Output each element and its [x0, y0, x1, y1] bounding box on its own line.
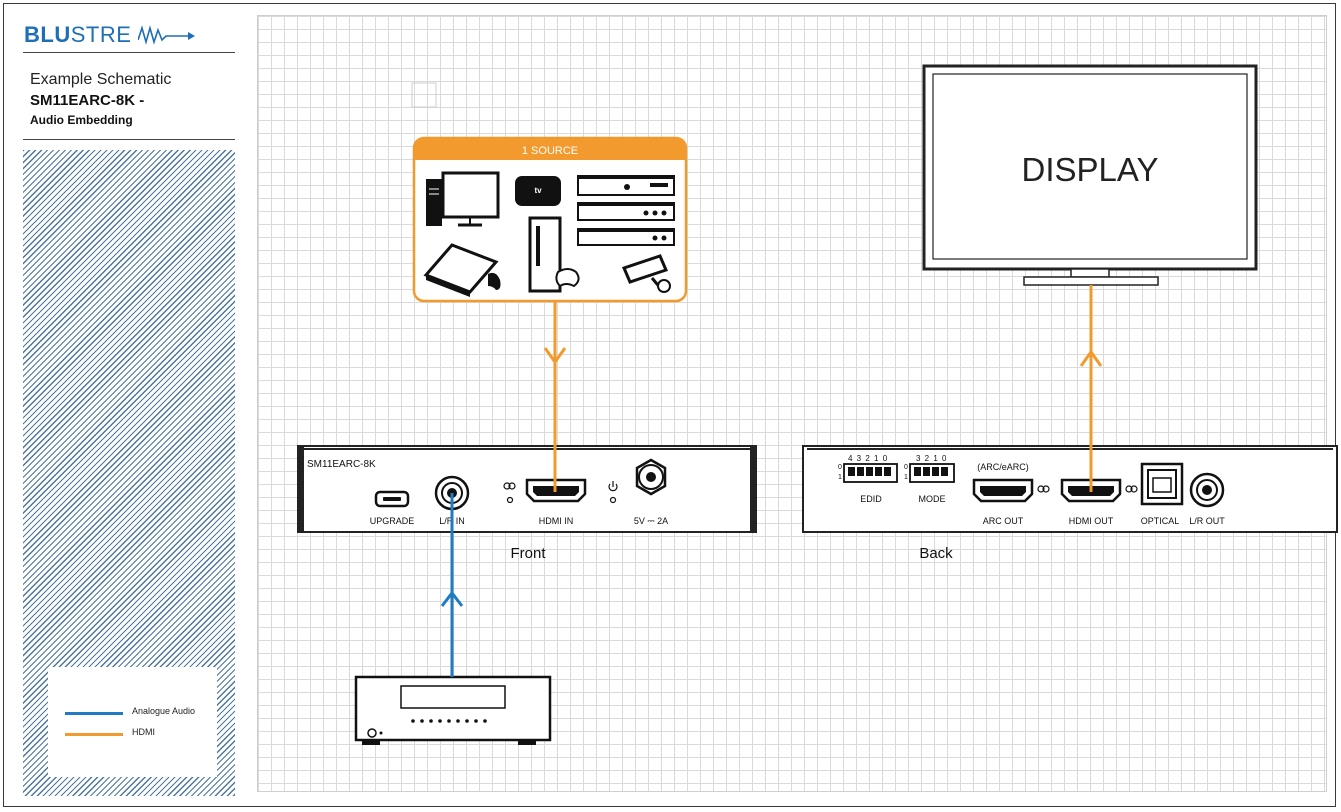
source-box-title: 1 SOURCE: [522, 145, 578, 157]
hdmi-source-to-front: [543, 301, 567, 492]
mode-dip-numbers: 3 2 1 0: [916, 454, 947, 463]
power-led-icon: [608, 481, 618, 504]
display-bezel: [932, 73, 1248, 260]
back-arc-out-label: ARC OUT: [983, 516, 1024, 526]
arc-out-port: [972, 478, 1034, 503]
sidebar: BLUSTRE Example Schematic SM11EARC-8K - …: [4, 4, 254, 806]
mode-dip-one: 1: [904, 474, 908, 481]
set-top-box-icon: [577, 175, 675, 196]
edid-dip-numbers: 4 3 2 1 0: [848, 454, 888, 463]
brand-wave-icon: [138, 25, 195, 45]
dvd-player-icon: [577, 202, 675, 221]
display-tv: DISPLAY: [922, 64, 1258, 286]
bluray-player-icon: [577, 228, 675, 246]
display-stand: [1023, 276, 1159, 286]
brand-logo: BLUSTRE: [24, 22, 131, 48]
back-edid-label: EDID: [860, 494, 882, 504]
front-caption: Front: [510, 545, 546, 562]
legend: Analogue Audio HDMI: [48, 667, 217, 777]
back-panel: 4 3 2 1 0 0 1 EDID 3 2 1 0 0 1 MODE (ARC…: [802, 445, 1338, 533]
display-neck: [1070, 268, 1110, 278]
legend-label-audio: Analogue Audio: [132, 706, 196, 716]
back-mode-label: MODE: [919, 494, 946, 504]
back-hdmi-out-label: HDMI OUT: [1069, 516, 1114, 526]
legend-item-hdmi: HDMI: [48, 727, 217, 741]
schematic-title: Example Schematic: [30, 71, 172, 88]
pc-icon: [426, 171, 500, 227]
brand-logo-blu: BLU: [24, 22, 71, 47]
xbox-icon: [528, 216, 580, 293]
placeholder-square: [411, 82, 437, 108]
schematic-subtitle: Audio Embedding: [30, 113, 133, 127]
front-power-label: 5V ⎓ 2A: [634, 516, 668, 526]
back-optical-label: OPTICAL: [1141, 516, 1180, 526]
legend-item-analogue-audio: Analogue Audio: [48, 706, 217, 720]
front-link-led-icon: [503, 482, 516, 504]
edid-dip-zero: 0: [838, 464, 842, 471]
legend-swatch-hdmi: [65, 733, 123, 736]
front-hdmi-in-label: HDMI IN: [539, 516, 574, 526]
front-panel: SM11EARC-8K UPGRADE L/R IN HDMI IN: [297, 445, 757, 533]
display-label: DISPLAY: [1022, 151, 1159, 188]
divider-top: [23, 52, 235, 53]
apple-tv-icon: tv: [515, 176, 561, 206]
edid-dip-switch: [843, 463, 898, 483]
optical-port: [1140, 462, 1184, 506]
mode-dip-switch: [909, 463, 955, 483]
source-box-header: [414, 138, 686, 160]
cctv-camera-icon: [621, 254, 671, 293]
front-model-label: SM11EARC-8K: [307, 459, 376, 470]
schematic-model: SM11EARC-8K -: [30, 92, 145, 109]
front-upgrade-label: UPGRADE: [370, 516, 415, 526]
page-frame: [3, 3, 1336, 807]
legend-label-hdmi: HDMI: [132, 727, 155, 737]
audio-receiver-to-front: [440, 493, 464, 677]
svg-text:tv: tv: [534, 186, 542, 195]
brand-logo-stream: STRE: [70, 22, 132, 47]
hdmi-out-link-led-icon: [1125, 485, 1138, 493]
legend-swatch-audio: [65, 712, 123, 715]
mode-dip-zero: 0: [904, 464, 908, 471]
dc-power-jack: [635, 458, 667, 496]
arc-link-led-icon: [1037, 485, 1050, 493]
back-lr-out-label: L/R OUT: [1189, 516, 1225, 526]
edid-dip-one: 1: [838, 474, 842, 481]
av-receiver-icon: [354, 675, 552, 745]
hdmi-back-to-display: [1079, 285, 1103, 492]
back-caption: Back: [919, 545, 953, 562]
source-box: 1 SOURCE tv: [412, 136, 688, 303]
divider-bottom: [23, 139, 235, 140]
game-console-icon: [423, 243, 501, 297]
back-arc-note: (ARC/eARC): [977, 462, 1029, 472]
